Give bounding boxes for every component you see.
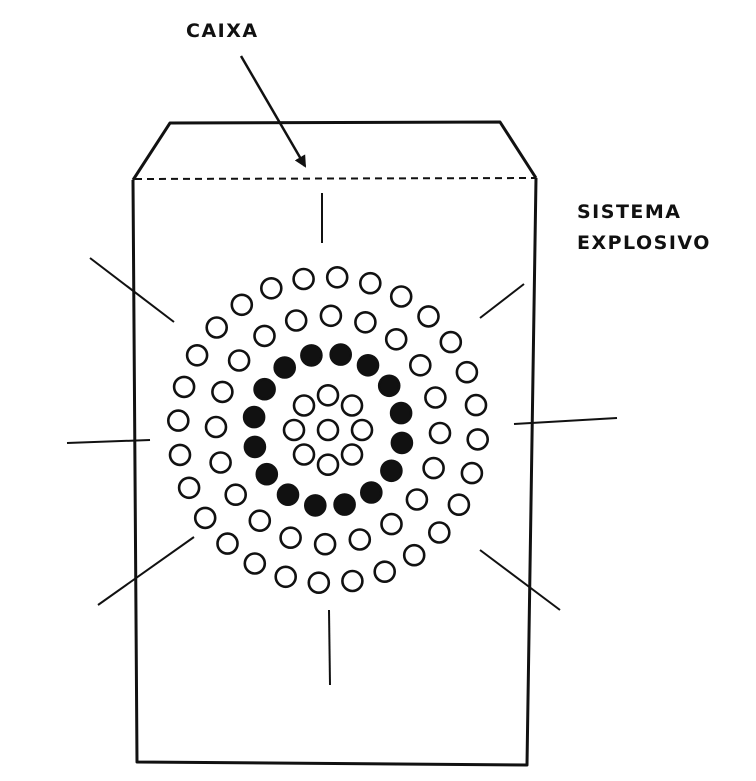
center-charge [316,418,340,442]
hollow-charge [460,461,484,485]
hollow-charge [230,293,254,317]
hollow-charge [340,443,364,466]
hollow-charge [358,271,382,295]
hollow-charge [307,571,331,595]
hollow-charge [167,409,190,432]
hollow-charge [168,443,192,467]
filled-charge [300,344,323,367]
hollow-charge [292,443,316,466]
hollow-charge [341,569,364,593]
hollow-charge [405,488,429,511]
filled-charge [377,374,401,398]
hollow-charge [282,418,306,442]
ray-top-left [89,257,175,323]
hollow-charge [380,512,403,536]
filled-charge [276,483,300,507]
hollow-charge [455,360,479,384]
hollow-charge [243,552,267,575]
system-label-line1: SISTEMA [577,201,682,223]
hollow-charge [185,343,209,367]
hollow-charge [292,267,315,291]
hollow-charge [373,560,397,584]
system-label-group: SISTEMA EXPLOSIVO [577,201,711,254]
hollow-charge [224,483,247,507]
filled-charge [389,401,413,425]
box-label: CAIXA [186,20,259,42]
hollow-charge [348,528,372,551]
box-label-group: CAIXA [186,20,307,168]
hollow-charge [350,418,374,442]
hollow-charge [259,276,283,300]
filled-charge [255,462,279,486]
filled-charge [390,431,414,455]
ray-left [66,439,151,444]
box-top-flap [131,120,538,181]
hollow-charge [253,324,276,348]
filled-charge [356,353,380,377]
box-fold-line [134,177,536,180]
filled-charge [273,356,297,379]
hollow-charge [313,532,337,556]
hollow-charge [424,386,447,409]
hollow-charge [464,393,488,417]
hollow-charge [389,285,413,308]
hollow-charge [172,375,196,399]
box-body-outline [131,177,538,767]
hollow-charge [216,532,239,555]
hollow-charge [384,327,408,351]
hollow-charge [319,304,343,328]
filled-charge [243,435,267,459]
hollow-charge [292,394,316,417]
hollow-charge [284,309,308,332]
explosion-rays [66,193,618,686]
hollow-charge [227,349,251,372]
hollow-charge [205,316,228,339]
hollow-charge [177,476,201,500]
ray-bottom-right [479,549,561,611]
hollow-charge [466,428,490,451]
hollow-charge [447,493,471,517]
filled-charge [359,481,383,504]
explosive-charges [167,265,490,595]
hollow-charge [417,305,440,328]
hollow-charge [204,415,228,439]
box-label-arrow [239,55,307,168]
hollow-charge [325,265,349,289]
box [131,120,538,767]
filled-charge [242,405,266,429]
ray-bottom-left [97,536,195,606]
hollow-charge [402,543,426,567]
filled-charge [253,377,276,401]
ray-top-right [479,283,525,319]
hollow-charge [211,380,234,404]
filled-charge [303,494,327,517]
hollow-charge [248,509,272,533]
hollow-charge [422,456,445,480]
hollow-charge [279,526,302,550]
hollow-charge [439,330,463,354]
hollow-charge [428,421,452,445]
filled-charge [333,493,356,516]
hollow-charge [427,521,451,544]
hollow-charge [354,310,377,334]
hollow-charge [209,451,232,474]
hollow-charge [408,353,432,377]
hollow-charge [193,506,217,530]
hollow-charge [274,565,298,589]
ray-bottom [328,609,331,686]
hollow-charge [316,383,340,407]
filled-charge [329,343,353,366]
hollow-charge [316,453,340,477]
system-label-line2: EXPLOSIVO [577,232,711,254]
ray-right [513,417,618,425]
hollow-charge [340,394,364,417]
filled-charge [380,459,403,483]
